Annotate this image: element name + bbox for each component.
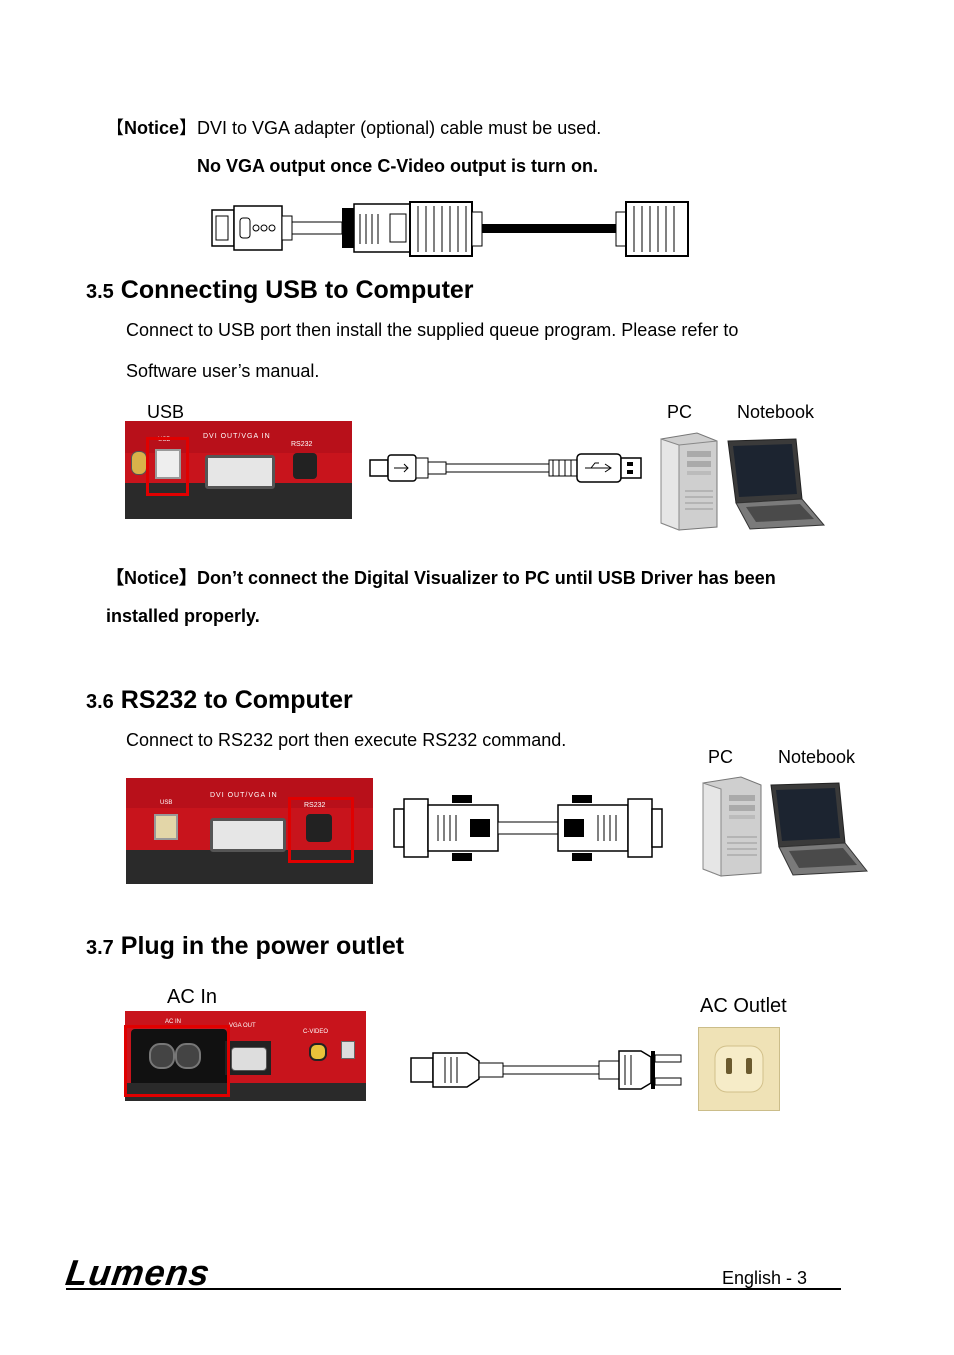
label-ac-in: AC In <box>167 986 218 1008</box>
section-number: 3.6 <box>86 691 114 713</box>
label-pc: PC <box>708 747 734 767</box>
section-title: Connecting USB to Computer <box>120 276 474 304</box>
panel-label-dvi: DVI OUT/VGA IN <box>203 433 271 440</box>
panel-label-ac: AC IN <box>165 1019 182 1025</box>
label-usb: USB <box>147 402 185 422</box>
dvi-vga-cable-illustration <box>211 201 689 257</box>
panel-label-cvideo: C-VIDEO <box>303 1029 329 1035</box>
notice-text: Don’t connect the Digital Visualizer to … <box>197 568 776 588</box>
rs232-port-highlight <box>288 797 354 863</box>
section-3-6-heading: 3.6 RS232 to Computer <box>86 686 353 715</box>
notice-bracket-open: 【 <box>106 118 124 138</box>
section-number: 3.7 <box>86 937 114 959</box>
notice-text: DVI to VGA adapter (optional) cable must… <box>197 118 602 138</box>
footer-rule <box>66 1288 841 1290</box>
ac-outlet-photo <box>698 1027 780 1111</box>
section-3-7-heading: 3.7 Plug in the power outlet <box>86 932 404 961</box>
panel-label-vga: VGA OUT <box>229 1023 256 1029</box>
panel-label-rs232: RS232 <box>291 441 313 448</box>
panel-label-dvi: DVI OUT/VGA IN <box>210 792 278 799</box>
section-3-5-text-line1: Connect to USB port then install the sup… <box>126 320 739 340</box>
panel-label-rs232: RS232 <box>304 802 326 809</box>
page-number: English - 3 <box>722 1268 808 1288</box>
panel-label-usb: USB <box>158 437 171 443</box>
label-pc: PC <box>667 402 693 422</box>
device-rear-panel-photo-rs232: USB DVI OUT/VGA IN RS232 <box>126 778 373 884</box>
rs232-cable-illustration <box>393 795 663 861</box>
ac-in-highlight <box>124 1025 230 1097</box>
power-cord-illustration <box>410 1050 682 1090</box>
section-title: RS232 to Computer <box>120 686 353 714</box>
usb-port-highlight <box>146 437 189 496</box>
notice-bracket-open: 【 <box>106 568 124 588</box>
usb-cable-illustration <box>369 453 642 483</box>
notice-dvi-vga: 【Notice】DVI to VGA adapter (optional) ca… <box>106 114 601 140</box>
section-3-5-heading: 3.5 Connecting USB to Computer <box>86 276 474 305</box>
label-notebook: Notebook <box>737 402 815 422</box>
notice-bracket-close: 】 <box>179 568 198 588</box>
section-number: 3.5 <box>86 281 114 303</box>
notice-usb-driver-line2: installed properly. <box>106 606 260 626</box>
section-3-5-text-line2: Software user’s manual. <box>126 361 320 381</box>
notice-usb-driver: 【Notice】Don’t connect the Digital Visual… <box>106 564 776 590</box>
section-title: Plug in the power outlet <box>120 932 405 960</box>
notice-label: Notice <box>124 118 180 138</box>
notebook-icon <box>770 782 868 876</box>
notice-label: Notice <box>124 568 180 588</box>
outlet-icon <box>714 1045 764 1093</box>
notice-vga-output: No VGA output once C-Video output is tur… <box>197 156 598 176</box>
pc-tower-icon <box>702 776 762 877</box>
notice-bracket-close: 】 <box>179 118 198 138</box>
panel-label-usb: USB <box>160 800 173 806</box>
device-rear-panel-photo-ac: AC IN VGA OUT C-VIDEO <box>125 1011 366 1101</box>
label-ac-outlet: AC Outlet <box>700 995 787 1017</box>
notebook-icon <box>727 438 826 530</box>
pc-tower-icon <box>660 432 718 531</box>
label-notebook: Notebook <box>778 747 856 767</box>
section-3-6-text: Connect to RS232 port then execute RS232… <box>126 730 567 750</box>
